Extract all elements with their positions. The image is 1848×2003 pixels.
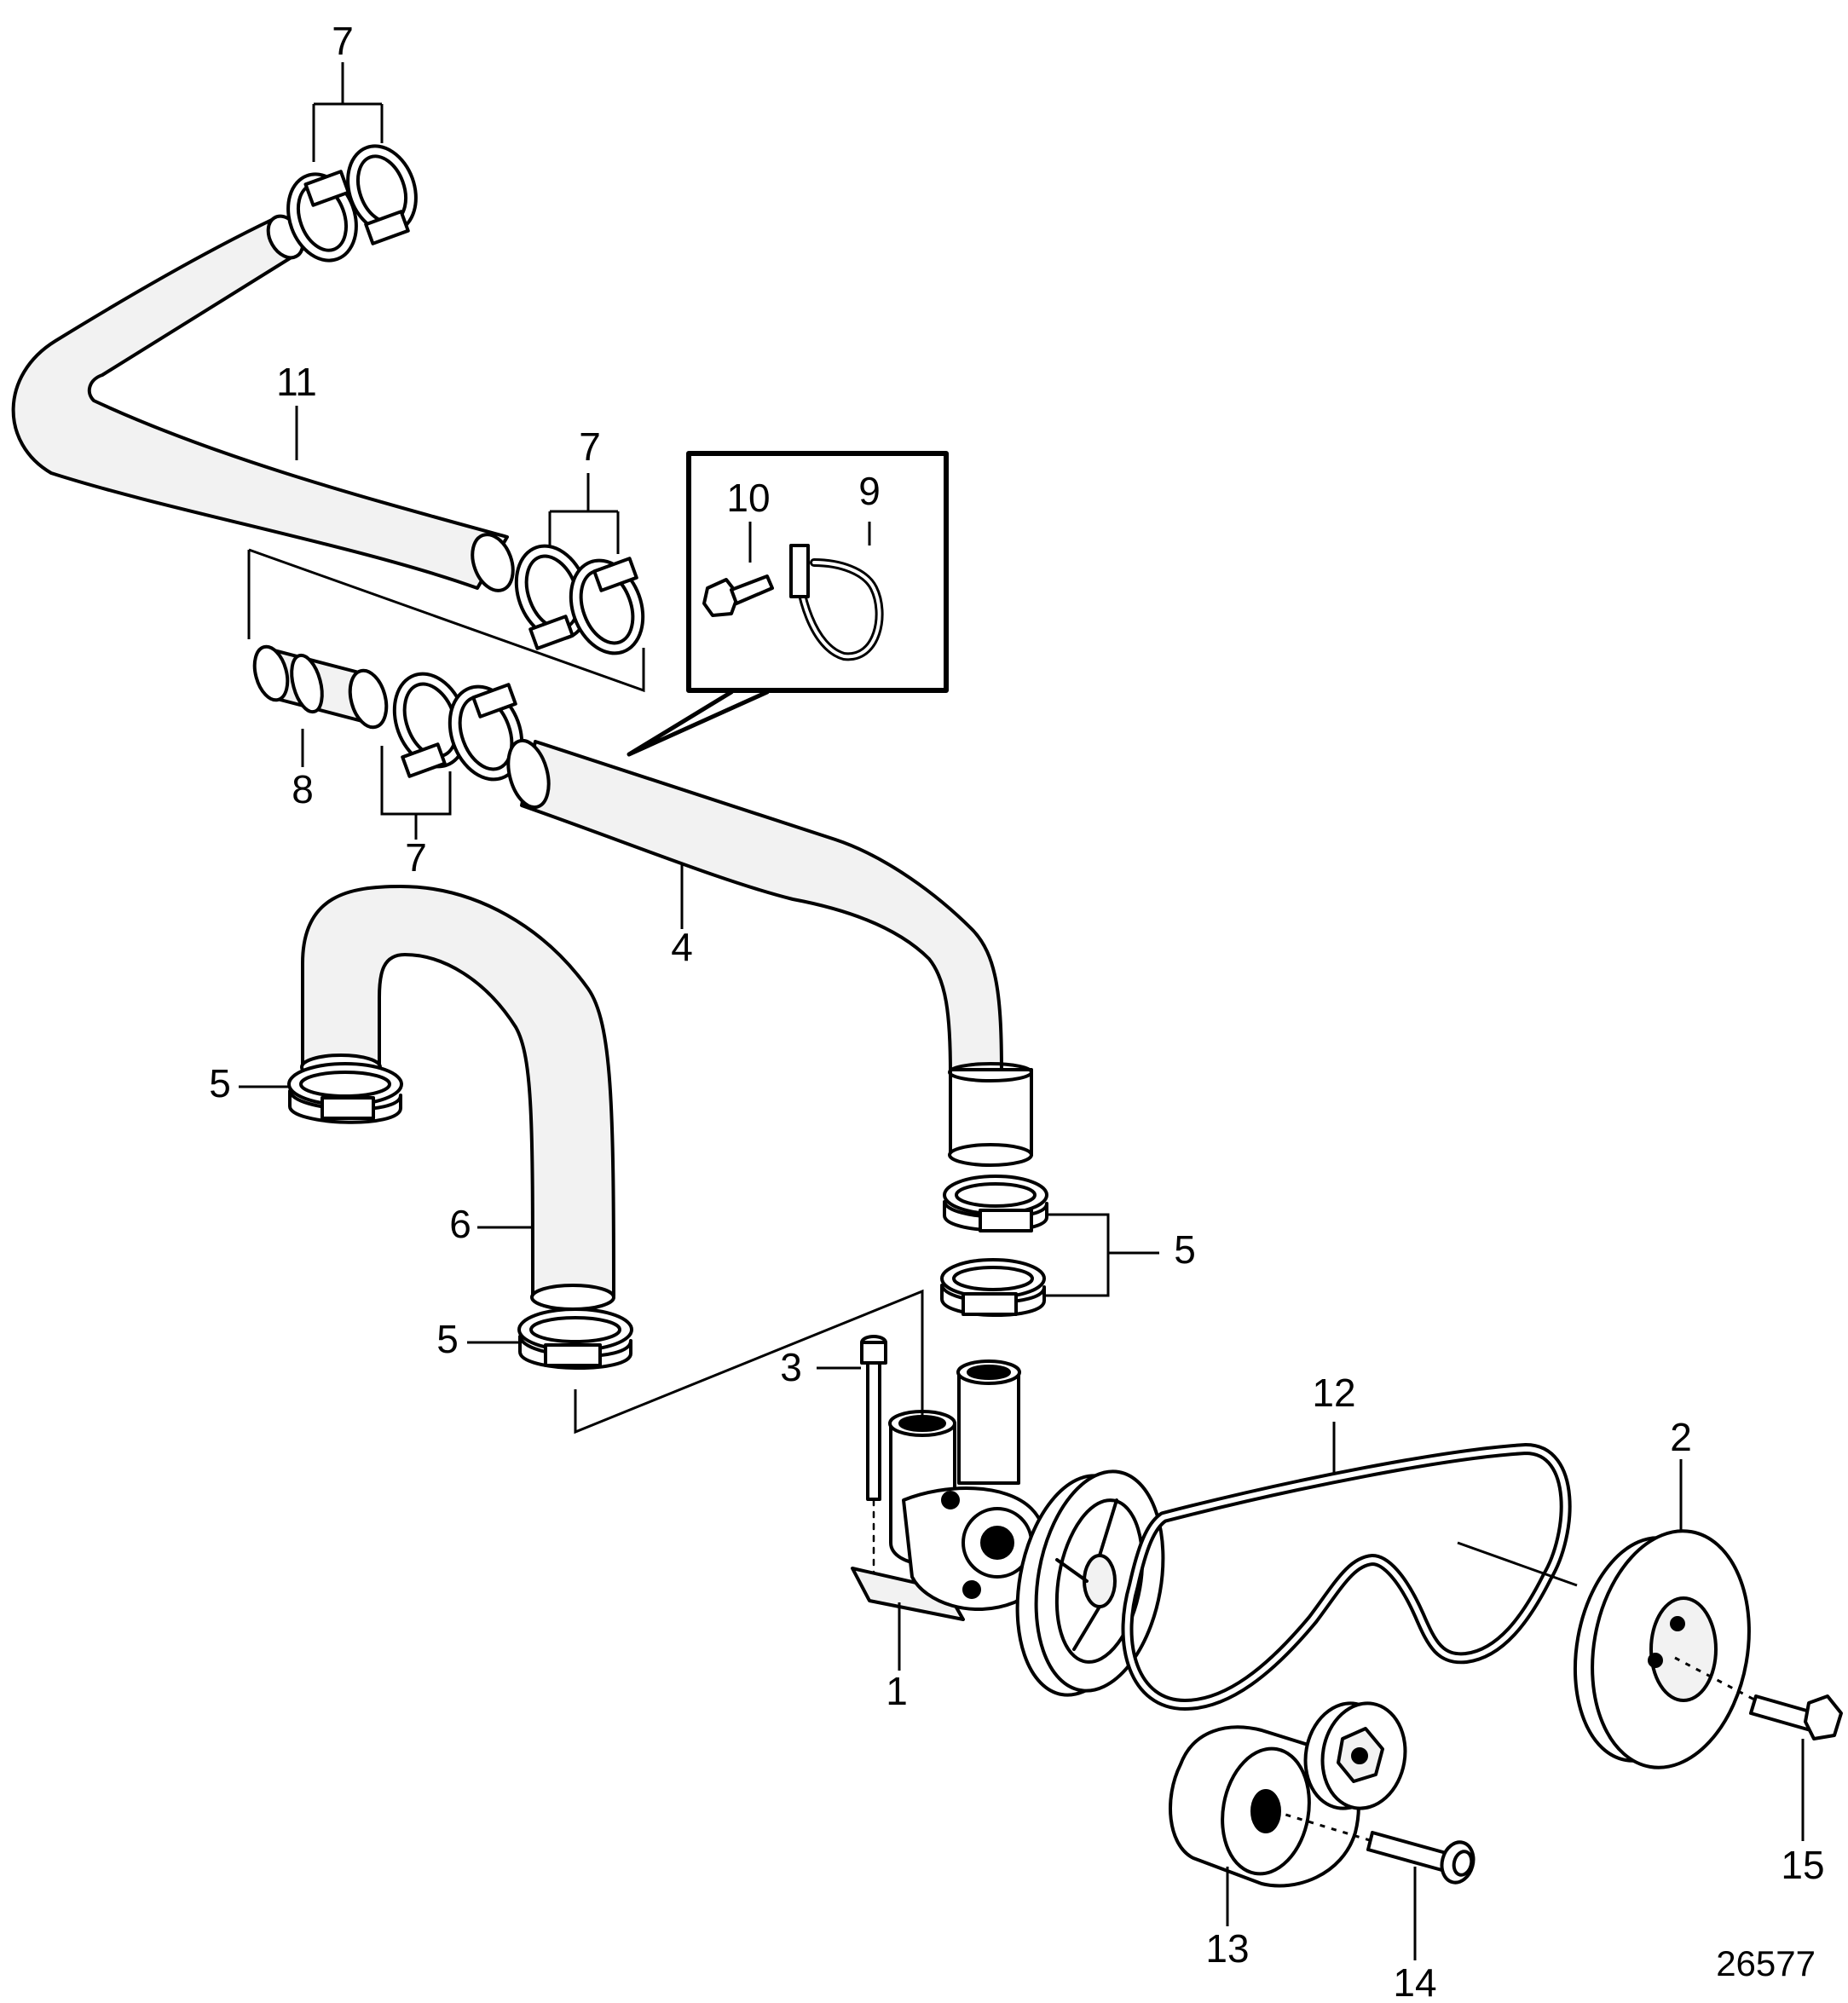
water-pump-1[interactable] bbox=[851, 1359, 1048, 1621]
hose-clamp-7-middle-right[interactable] bbox=[558, 551, 655, 664]
bracket-9[interactable] bbox=[789, 544, 884, 661]
bolt-10[interactable] bbox=[702, 574, 774, 617]
drawing-number: 26577 bbox=[1716, 1943, 1816, 1983]
callout-3: 3 bbox=[780, 1345, 802, 1389]
callout-15: 15 bbox=[1781, 1843, 1824, 1887]
callout-2: 2 bbox=[1670, 1415, 1692, 1459]
bolt-14[interactable] bbox=[1366, 1831, 1478, 1886]
hose-connector-8[interactable] bbox=[249, 643, 392, 731]
hose-clamp-7-middle-left[interactable] bbox=[504, 536, 600, 650]
callout-5-bottom-left: 5 bbox=[436, 1317, 459, 1361]
drive-belt-12[interactable] bbox=[1121, 1443, 1572, 1711]
callout-8: 8 bbox=[292, 767, 314, 811]
crank-pulley-2[interactable] bbox=[1558, 1518, 1767, 1780]
callout-7-lower: 7 bbox=[405, 835, 427, 880]
bolt-15[interactable] bbox=[1749, 1694, 1843, 1740]
hose-clamp-5-right-upper[interactable] bbox=[943, 1175, 1048, 1232]
callout-14: 14 bbox=[1393, 1960, 1436, 2003]
hose-clamp-5-bottom-left[interactable] bbox=[517, 1307, 633, 1370]
hose-clamp-7-lower-right[interactable] bbox=[437, 677, 534, 790]
pump-pulley[interactable] bbox=[1002, 1461, 1180, 1705]
hose-4[interactable] bbox=[501, 736, 1033, 1167]
callout-13: 13 bbox=[1205, 1926, 1249, 1971]
callout-7-middle: 7 bbox=[579, 424, 601, 469]
hose-clamp-5-left[interactable] bbox=[287, 1062, 403, 1124]
belt-tensioner-13[interactable] bbox=[1169, 1697, 1413, 1888]
callout-1: 1 bbox=[886, 1669, 908, 1713]
callout-5-left: 5 bbox=[209, 1061, 231, 1105]
hose-clamp-7-top-right[interactable] bbox=[337, 136, 428, 245]
hose-clamp-7-top-left[interactable] bbox=[277, 165, 368, 270]
hose-11[interactable] bbox=[11, 210, 521, 596]
bolt-3[interactable] bbox=[860, 1335, 887, 1583]
callout-labels: 7 11 7 10 9 8 7 4 5 6 5 5 3 12 2 1 15 13… bbox=[209, 19, 1824, 2003]
callout-10: 10 bbox=[726, 476, 770, 520]
leader-lines bbox=[239, 62, 1805, 1960]
callout-11: 11 bbox=[276, 360, 317, 404]
callout-9: 9 bbox=[858, 469, 881, 513]
callout-6: 6 bbox=[449, 1202, 471, 1246]
hose-clamp-5-right-lower[interactable] bbox=[940, 1258, 1046, 1318]
callout-12: 12 bbox=[1312, 1371, 1355, 1415]
detail-inset bbox=[627, 451, 949, 757]
callout-4: 4 bbox=[671, 925, 693, 969]
callout-5-right: 5 bbox=[1174, 1227, 1196, 1272]
callout-7-top: 7 bbox=[332, 19, 354, 63]
